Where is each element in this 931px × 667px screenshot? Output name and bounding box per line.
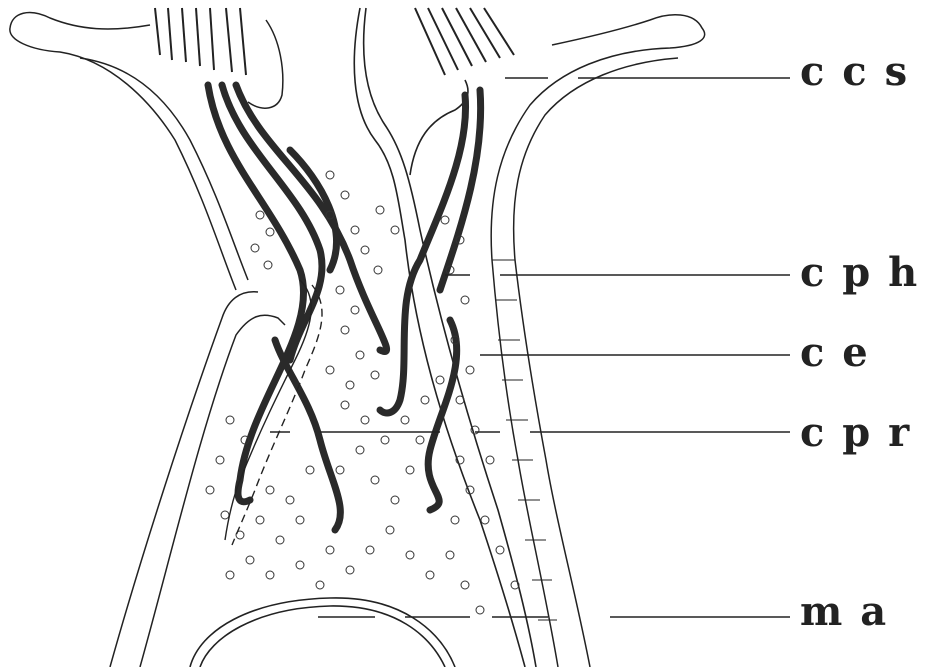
dark-canals — [208, 85, 481, 530]
label-cph: c p h — [800, 253, 919, 293]
label-ma: m a — [800, 592, 888, 632]
bottom-arc — [190, 598, 455, 667]
top-rays — [155, 8, 514, 75]
label-ce: c e — [800, 333, 870, 373]
outer-wall — [10, 13, 705, 667]
label-cpr: c p r — [800, 413, 911, 453]
cell-stipple — [206, 171, 519, 614]
label-ccs: c c s — [800, 52, 909, 92]
leader-lines — [270, 78, 790, 617]
hatched-epithelium — [492, 260, 557, 620]
